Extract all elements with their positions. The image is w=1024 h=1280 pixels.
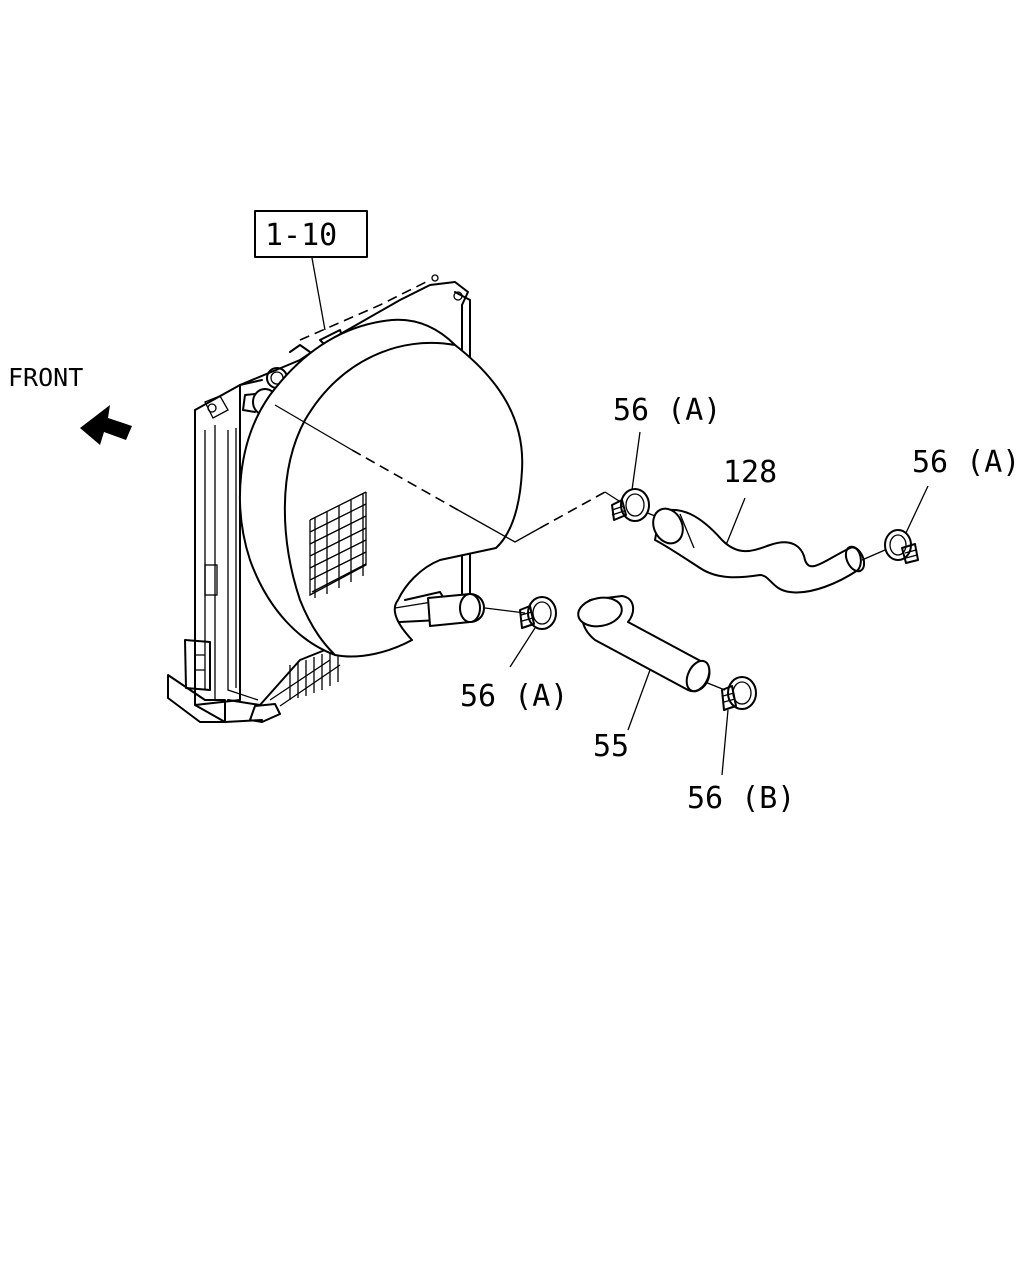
clamp-label-upper-right: 56 (A) [912, 445, 1020, 480]
lower-outlet-stub [427, 593, 485, 627]
hose-55 [577, 595, 711, 693]
radiator-fins [289, 649, 339, 700]
clamp-56a-upper-right [884, 529, 919, 564]
fan-shroud [238, 318, 524, 658]
clamp-label-upper-left: 56 (A) [613, 393, 721, 428]
clamp-56a-upper-left [611, 488, 650, 522]
clamp-56a-lower-left [519, 596, 557, 630]
front-label: FRONT [8, 363, 83, 392]
clamp-56b-lower-right [721, 676, 757, 711]
clamp-label-lower-left: 56 (A) [460, 679, 568, 714]
assembly-ref-label: 1-10 [265, 218, 337, 253]
hose-128 [652, 507, 866, 594]
hose-128-label: 128 [723, 455, 777, 490]
clamp-label-lower-right: 56 (B) [687, 781, 795, 816]
front-arrow-icon [80, 405, 132, 445]
assembly-ref-box [254, 210, 368, 258]
hose-55-label: 55 [593, 729, 629, 764]
shroud-grille [309, 491, 367, 598]
